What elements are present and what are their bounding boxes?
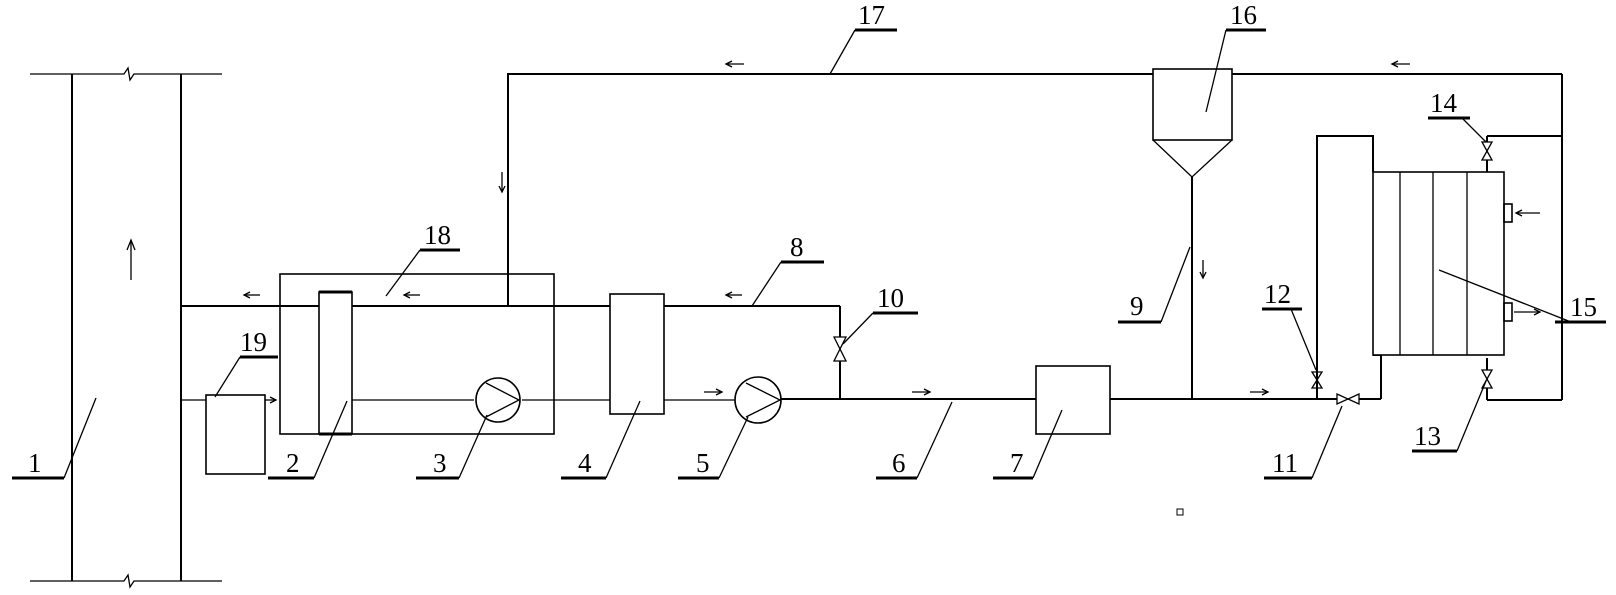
label-4: 4 [561,400,641,480]
label-3: 3 [416,414,488,480]
svg-text:1: 1 [28,448,42,478]
label-19: 19 [214,327,278,398]
svg-text:3: 3 [433,448,447,478]
svg-text:13: 13 [1414,421,1441,451]
label-18: 18 [385,220,460,297]
pipe-bypass [1316,135,1382,399]
component-19 [205,394,266,475]
svg-text:2: 2 [286,448,300,478]
component-1-duct [30,66,222,589]
svg-text:17: 17 [858,0,885,30]
svg-text:12: 12 [1264,279,1291,309]
svg-text:10: 10 [877,283,904,313]
label-5: 5 [678,416,749,480]
label-16: 16 [1205,0,1266,113]
svg-text:16: 16 [1230,0,1257,30]
label-17: 17 [829,0,897,75]
label-9: 9 [1118,246,1191,324]
label-7: 7 [993,409,1063,480]
label-10: 10 [842,283,918,345]
svg-text:8: 8 [790,232,804,262]
label-2: 2 [268,400,348,480]
svg-text:15: 15 [1570,292,1597,322]
pipe-lower [181,388,1381,404]
svg-text:18: 18 [424,220,451,250]
valve-12-icon [1310,371,1324,389]
valve-13-icon [1480,369,1494,389]
label-6: 6 [876,401,953,480]
small-marker [1176,508,1184,516]
svg-text:19: 19 [240,327,267,357]
svg-text:5: 5 [696,448,710,478]
svg-text:11: 11 [1272,448,1298,478]
label-11: 11 [1264,405,1343,480]
svg-text:9: 9 [1130,291,1144,321]
svg-text:14: 14 [1430,88,1458,118]
svg-text:6: 6 [892,448,906,478]
component-7 [1035,365,1111,435]
label-13: 13 [1412,380,1487,453]
component-2 [318,290,353,436]
pipe-17-return [498,60,1563,401]
valve-10-icon [832,336,848,362]
label-14: 14 [1428,88,1487,143]
valve-11-icon [1336,392,1360,406]
pipe-upper [181,291,841,399]
pump-3-icon [475,377,521,423]
component-15-stack [1372,171,1542,356]
component-16-hopper [1152,68,1233,399]
label-12: 12 [1262,279,1317,371]
svg-text:7: 7 [1010,448,1024,478]
svg-text:4: 4 [578,448,592,478]
label-1: 1 [12,397,97,480]
pump-5-icon [734,376,782,424]
component-18-box [279,273,555,435]
valve-14-icon [1480,141,1494,161]
label-8: 8 [751,232,824,307]
label-15: 15 [1438,269,1606,324]
component-4 [609,293,665,415]
